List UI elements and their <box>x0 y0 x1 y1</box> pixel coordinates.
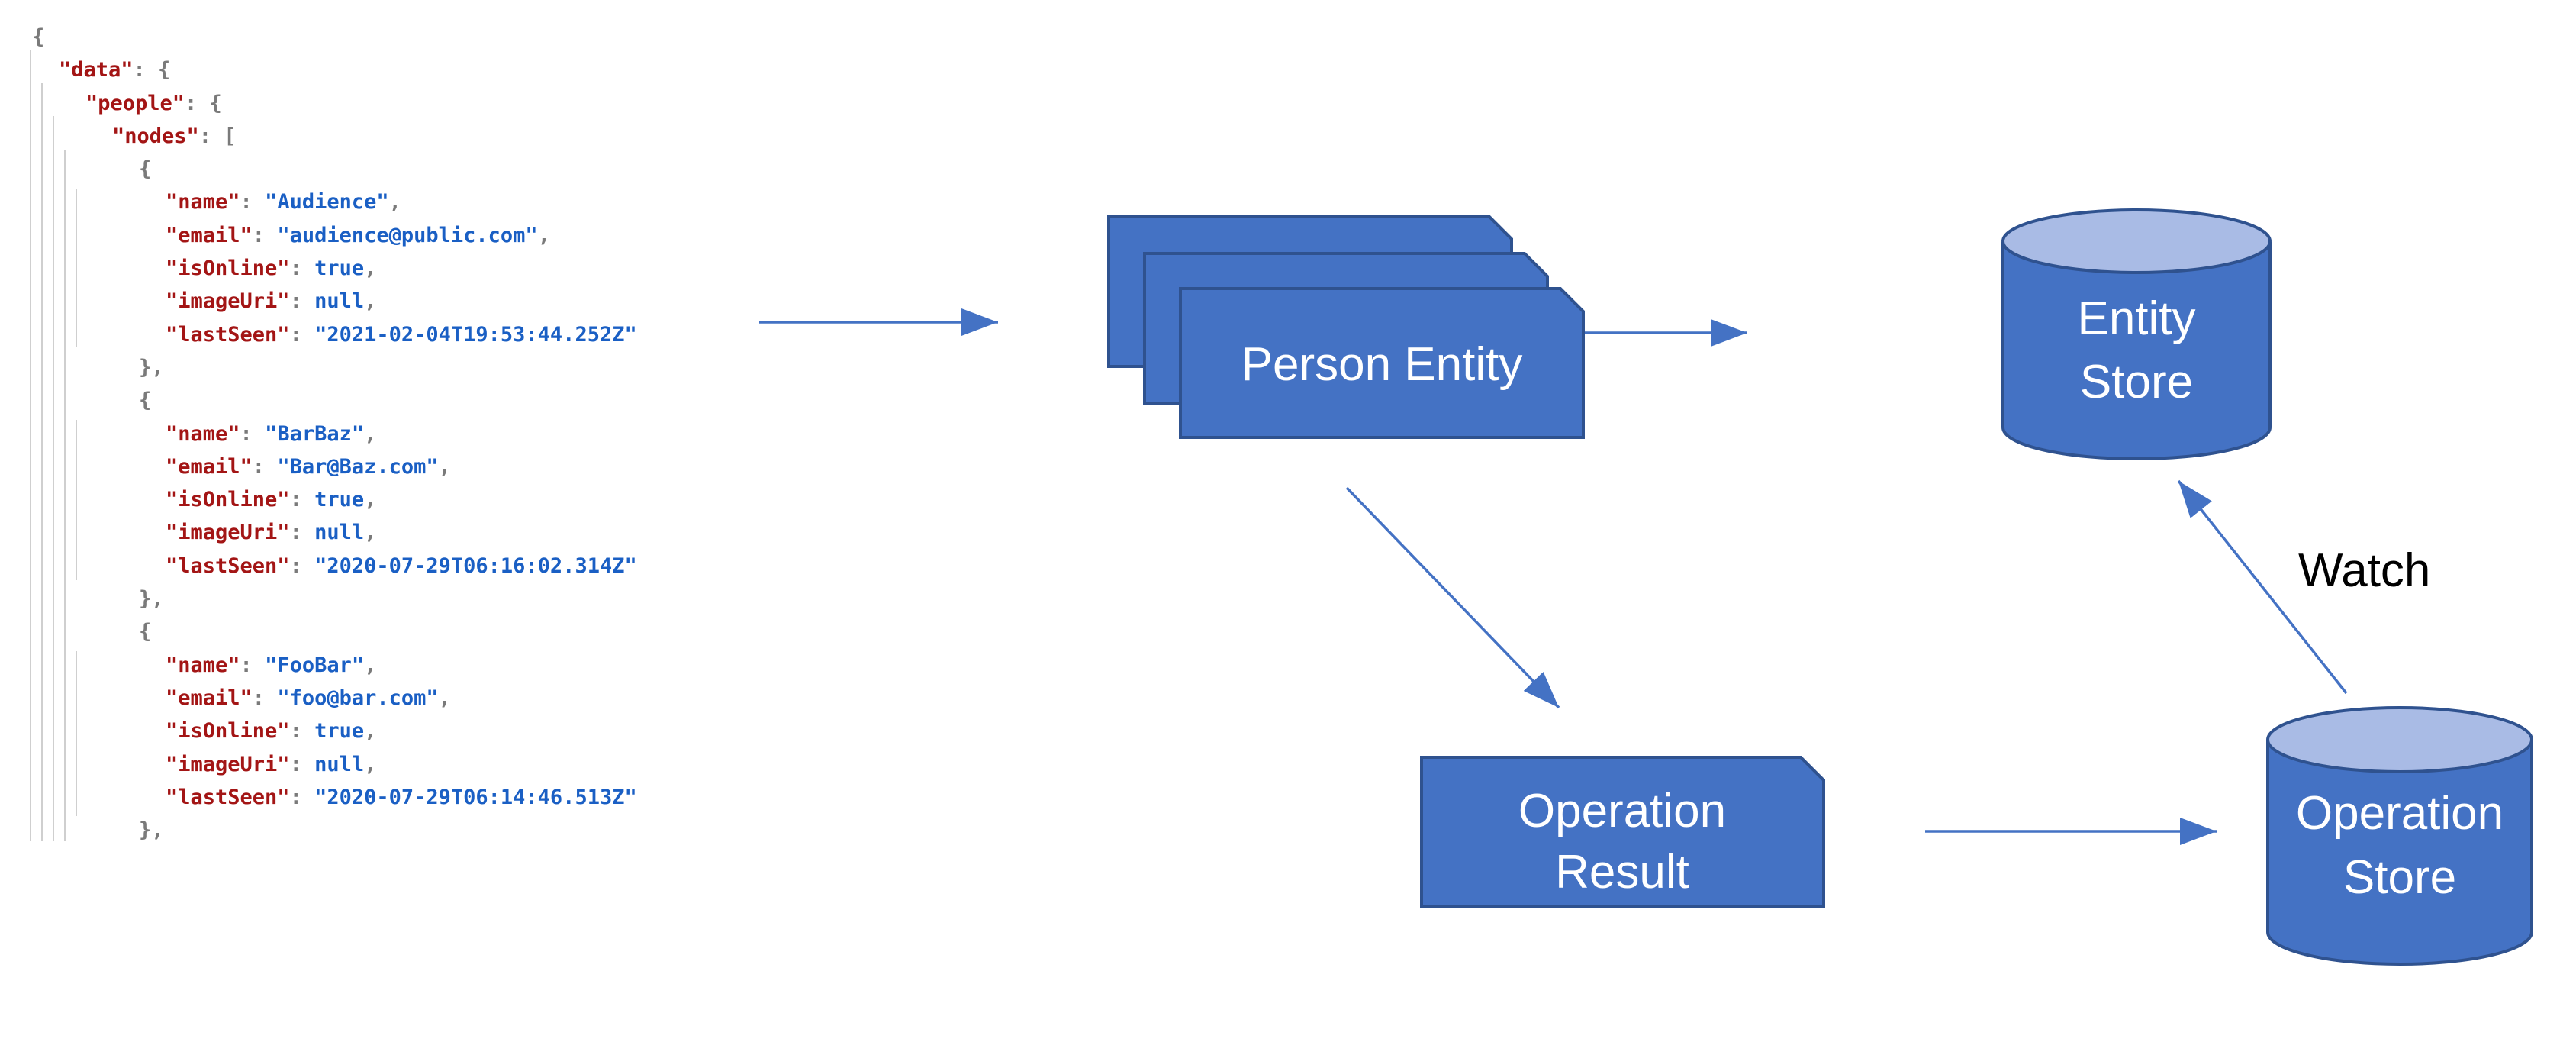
code-line: { <box>139 389 152 413</box>
code-line: "nodes": [ <box>112 124 237 148</box>
code-line: "email": "audience@public.com", <box>166 223 550 247</box>
code-line: "isOnline": true, <box>166 719 377 744</box>
entity-store-cylinder: Entity Store <box>2001 208 2272 460</box>
indent-guide <box>41 83 43 841</box>
indent-guide <box>76 651 77 816</box>
code-line: }, <box>139 818 164 843</box>
code-line: "lastSeen": "2020-07-29T06:14:46.513Z" <box>166 785 637 809</box>
operation-result-card: Operation Result <box>1420 756 1825 908</box>
operation-result-shape <box>1420 756 1825 908</box>
entity-store-body <box>2001 242 2272 460</box>
person-entity-card-front <box>1179 287 1585 439</box>
code-block: { "data": { "people": { "nodes": [ { "name": … <box>0 21 637 847</box>
code-line: { <box>139 157 152 182</box>
code-line: "name": "Audience", <box>166 190 401 215</box>
code-line: "name": "BarBaz", <box>166 421 377 446</box>
operation-store-top <box>2266 706 2533 773</box>
arrow-watch-operation-store-to-entity-store <box>2177 479 2348 695</box>
code-line: "isOnline": true, <box>166 488 377 512</box>
code-line: "imageUri": null, <box>166 521 377 545</box>
entity-store-label-line1: Entity <box>2077 292 2195 345</box>
code-line: { <box>32 25 45 49</box>
code-line: "email": "Bar@Baz.com", <box>166 454 451 479</box>
operation-result-label-line2: Result <box>1555 846 1689 899</box>
indent-guide <box>30 50 31 841</box>
operation-store-body <box>2266 740 2533 966</box>
operation-store-label-line1: Operation <box>2296 787 2504 840</box>
code-line: "data": { <box>59 58 171 82</box>
operation-result-label-line1: Operation <box>1518 785 1726 837</box>
arrow-person-entity-to-operation-result <box>1345 486 1560 709</box>
code-line: "lastSeen": "2020-07-29T06:16:02.314Z" <box>166 553 637 578</box>
person-entity-stack: Person Entity <box>1107 215 1585 439</box>
code-line: }, <box>139 355 164 379</box>
operation-store-label-line2: Store <box>2343 851 2456 904</box>
code-line: "imageUri": null, <box>166 752 377 776</box>
indent-guide <box>76 420 77 580</box>
code-line: "isOnline": true, <box>166 256 377 281</box>
indent-guide <box>76 189 77 347</box>
entity-store-label-line2: Store <box>2080 356 2193 408</box>
code-line: "email": "foo@bar.com", <box>166 686 451 710</box>
person-entity-label: Person Entity <box>1241 338 1523 391</box>
watch-label: Watch <box>2298 544 2431 597</box>
code-line: { <box>139 620 152 644</box>
indent-guide <box>64 150 66 841</box>
code-line: "imageUri": null, <box>166 289 377 314</box>
indent-guide <box>53 116 54 841</box>
entity-store-top <box>2001 208 2272 274</box>
code-line: "people": { <box>85 91 222 115</box>
code-line: }, <box>139 587 164 611</box>
code-line: "lastSeen": "2021-02-04T19:53:44.252Z" <box>166 322 637 347</box>
code-line: "name": "FooBar", <box>166 653 377 677</box>
operation-store-cylinder: Operation Store <box>2266 706 2533 966</box>
